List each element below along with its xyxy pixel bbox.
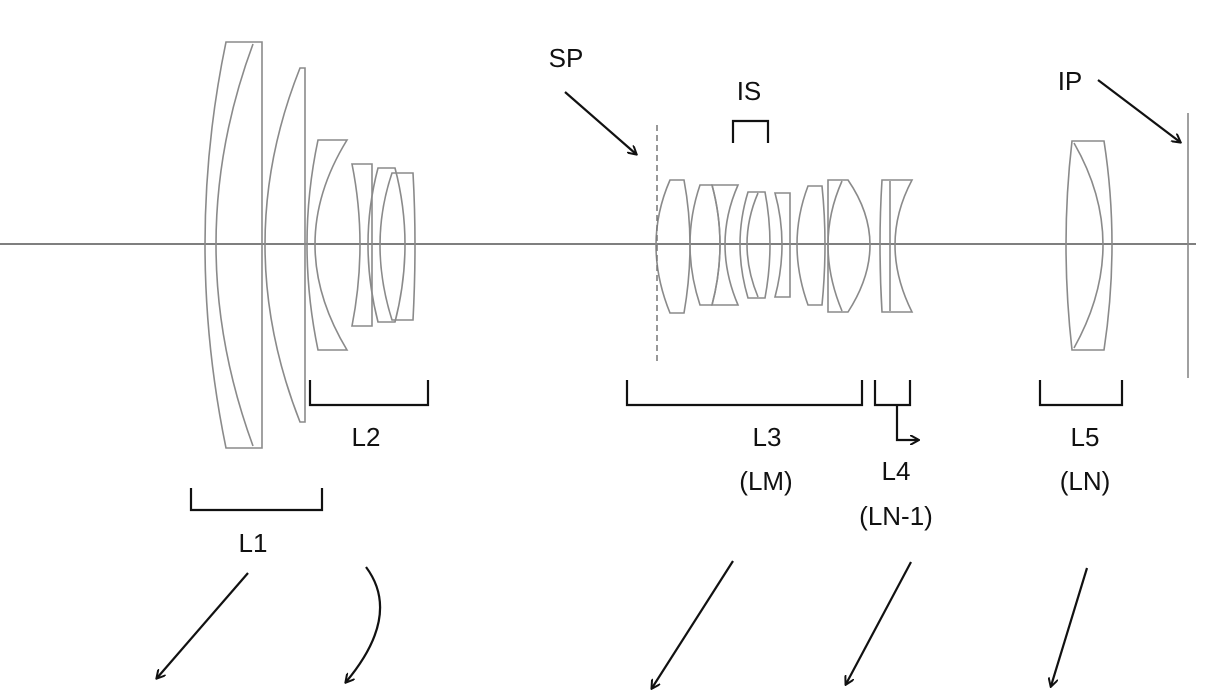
lens-l5-cemented-surface [1073, 142, 1104, 349]
ip-arrow [1097, 79, 1180, 142]
bracket-l4 [873, 380, 912, 407]
l2-move-arrow [346, 566, 382, 682]
label-l4: L4 [882, 456, 911, 486]
l4-pointer-arrow [895, 405, 918, 440]
lens-l3-element-7 [827, 179, 871, 313]
lens-l3-element-5 [773, 192, 791, 298]
l5-move-arrow [1051, 567, 1089, 686]
lens-l2-element-3 [367, 167, 406, 323]
bracket-l5 [1038, 380, 1124, 407]
lens-l4-element [879, 179, 914, 313]
lens-l5-element [1065, 140, 1113, 351]
l3-move-arrow [652, 560, 734, 688]
label-is: IS [737, 76, 762, 106]
lens-l3-is-surface [746, 192, 759, 298]
label-l5-alt: (LN) [1060, 466, 1111, 496]
lens-l3-element-3 [710, 184, 740, 306]
lens-l3-element-6 [796, 185, 826, 306]
label-l4-alt: (LN-1) [859, 501, 933, 531]
label-l3-alt: (LM) [739, 466, 792, 496]
lens-l3-cemented-surface [827, 180, 843, 312]
bracket-l2 [308, 380, 430, 407]
label-sp: SP [549, 43, 584, 73]
lens-l3-element-1 [655, 179, 691, 314]
lens-l2-element-4 [379, 172, 416, 321]
lens-l1-element-1 [204, 41, 263, 449]
bracket-is [731, 119, 770, 143]
lens-l2-element-2 [351, 163, 373, 327]
lens-l1-element-2 [264, 67, 306, 423]
lens-l3-element-4 [739, 191, 771, 299]
label-l5: L5 [1071, 422, 1100, 452]
l1-move-arrow [157, 572, 249, 678]
bracket-l1 [189, 488, 324, 512]
label-l3: L3 [753, 422, 782, 452]
l4-move-arrow [846, 561, 912, 684]
lens-l1-cemented-surface [215, 43, 254, 447]
bracket-l3 [625, 380, 864, 407]
sp-arrow [564, 91, 636, 154]
label-l2: L2 [352, 422, 381, 452]
lens-l2-element-1 [306, 139, 349, 351]
label-ip: IP [1058, 66, 1083, 96]
label-l1: L1 [239, 528, 268, 558]
